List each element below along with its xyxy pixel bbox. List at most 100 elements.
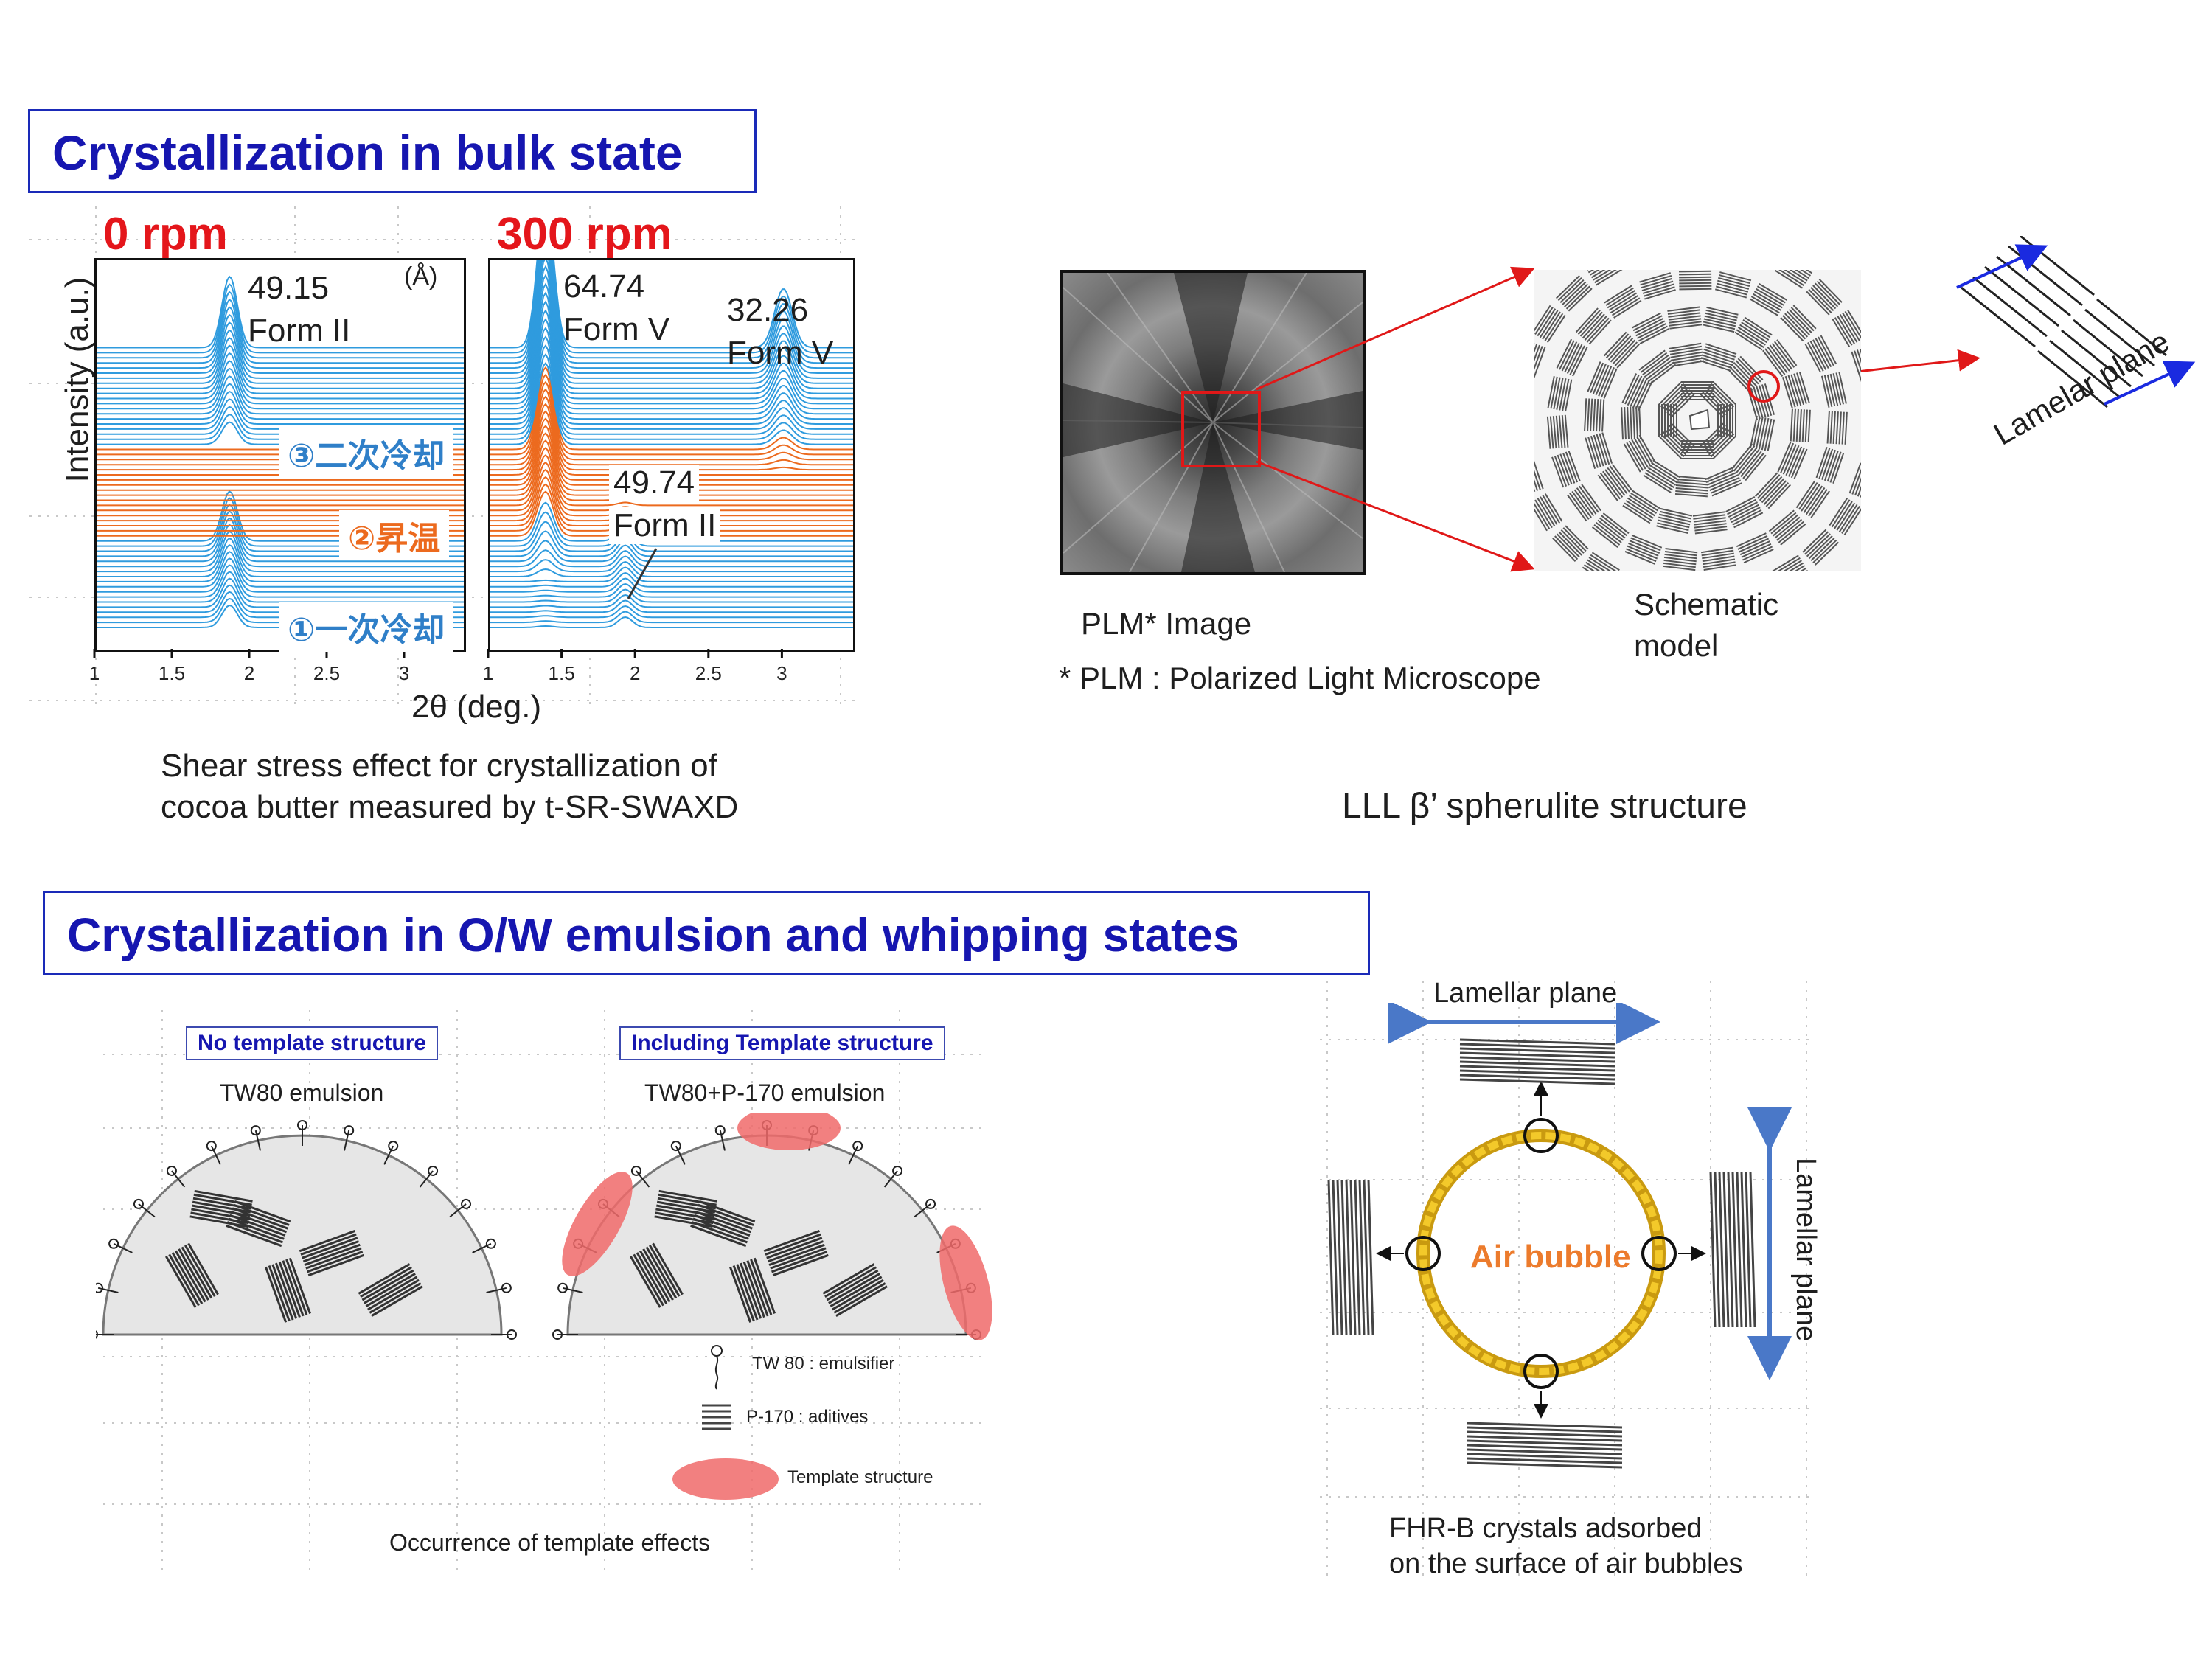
xrd-trace xyxy=(97,383,464,420)
xrd-trace xyxy=(490,260,853,349)
xrd-xlabel: 2θ (deg.) xyxy=(411,689,542,725)
plm-image xyxy=(1060,270,1366,575)
xrd-trace xyxy=(490,594,853,608)
crystal-block xyxy=(299,1229,364,1277)
peak-right1-form: Form V xyxy=(563,311,670,347)
lamella-block xyxy=(1552,525,1589,563)
xrd-trace xyxy=(97,557,464,593)
xrd-trace xyxy=(490,588,853,603)
p170-legend-icon xyxy=(702,1404,731,1430)
lamella-block xyxy=(1679,270,1712,291)
peak-right2-form: Form V xyxy=(727,335,834,371)
lamella-block xyxy=(1750,415,1775,452)
peak-right3-leader xyxy=(627,548,658,599)
lamella-block xyxy=(1669,342,1705,367)
xrd-trace xyxy=(490,549,853,568)
lamella-block xyxy=(1623,434,1657,473)
xrd-trace xyxy=(97,390,464,425)
xrd-trace xyxy=(490,344,853,435)
highlight-circle xyxy=(1523,1354,1559,1389)
lamella-block xyxy=(1851,348,1861,383)
lamella-block xyxy=(1700,380,1737,418)
xrd-trace xyxy=(490,260,853,384)
schematic-model xyxy=(1534,270,1861,571)
lamella-block xyxy=(1566,484,1601,522)
xrd-trace xyxy=(97,375,464,415)
spherulite-title: LLL β’ spherulite structure xyxy=(1342,787,1747,826)
xrd-trace xyxy=(97,313,464,374)
lamella-block xyxy=(1848,462,1861,498)
xrd-trace xyxy=(490,599,853,613)
xrd-trace xyxy=(490,521,853,552)
xrd-trace xyxy=(97,321,464,379)
x-tick-label: 1 xyxy=(483,662,493,684)
xrd-trace xyxy=(97,544,464,582)
schematic-label-1: Schematic xyxy=(1634,587,1779,622)
lamellar-crystal-stack xyxy=(1459,1038,1615,1085)
xrd-trace xyxy=(490,282,853,400)
xrd-trace xyxy=(490,352,853,440)
lamella-block xyxy=(1585,432,1613,469)
lamella-block xyxy=(1534,343,1546,378)
lamella-block xyxy=(1736,532,1774,564)
legend-tw80: TW 80 : emulsifier xyxy=(752,1354,895,1374)
xrd-trace xyxy=(97,298,464,364)
lamella-block xyxy=(1591,512,1630,548)
x-tick-label: 3 xyxy=(399,662,409,684)
lamella-block xyxy=(1815,446,1845,484)
lamella-block xyxy=(1829,498,1861,536)
emulsion-section-title: Crystallization in O/W emulsion and whip… xyxy=(43,891,1370,975)
lamella-block xyxy=(1692,511,1728,535)
air-bubble-figure xyxy=(1327,1003,1792,1469)
xrd-trace xyxy=(97,352,464,400)
schematic-lamellae xyxy=(1534,270,1861,571)
template-legend-swatch xyxy=(672,1458,779,1500)
lamella-block xyxy=(1804,335,1837,373)
xrd-trace xyxy=(490,530,853,557)
highlight-circle xyxy=(1641,1236,1677,1271)
lamella-block xyxy=(1534,493,1563,532)
crystal-block xyxy=(654,1189,717,1228)
lamella-block xyxy=(1734,316,1773,351)
template-structure xyxy=(562,1172,633,1276)
lamella-block xyxy=(1546,414,1569,449)
lamella-block xyxy=(1777,442,1808,479)
lamella-block xyxy=(1781,372,1810,408)
lamella-block xyxy=(1575,307,1612,345)
bulk-section-title: Crystallization in bulk state xyxy=(28,109,757,193)
xrd-trace xyxy=(97,551,464,588)
lamella-block xyxy=(1534,457,1544,493)
lamella-block xyxy=(1604,285,1642,319)
peak-right3-value: 49.74 xyxy=(609,465,700,501)
crystal-block xyxy=(822,1263,888,1318)
stage-label-heating: ②昇温 xyxy=(339,510,450,560)
xrd-trace xyxy=(490,309,853,415)
bubble-caption-line2: on the surface of air bubbles xyxy=(1389,1548,1743,1579)
lamella-block xyxy=(1603,331,1640,369)
lamella-block xyxy=(1775,270,1813,289)
lamella-block xyxy=(1832,309,1861,347)
xrd-trace xyxy=(97,344,464,394)
crystal-block xyxy=(189,1189,253,1228)
xrd-trace xyxy=(490,511,853,547)
lamella-block xyxy=(1597,464,1632,501)
bubble-right-label: Lamellar plane xyxy=(1790,1158,1821,1342)
template-label: Including Template structure xyxy=(619,1026,945,1060)
xrd-trace xyxy=(490,260,853,379)
lamella-block xyxy=(1727,355,1764,393)
legend-p170: P-170 : aditives xyxy=(746,1407,869,1427)
xrd-left-title: 0 rpm xyxy=(103,209,228,260)
lamella-block xyxy=(1622,490,1660,524)
lamella-block xyxy=(1705,466,1742,497)
emulsion-section-title-text: Crystallization in O/W emulsion and whip… xyxy=(67,908,1239,961)
xrd-trace xyxy=(490,582,853,598)
bulk-section-title-text: Crystallization in bulk state xyxy=(52,125,683,180)
xrd-trace xyxy=(490,335,853,430)
emulsion-droplets xyxy=(96,1113,992,1340)
xrd-caption-line2: cocoa butter measured by t-SR-SWAXD xyxy=(161,789,739,825)
xrd-trace xyxy=(490,274,853,394)
xrd-trace xyxy=(490,616,853,628)
peak-right1-value: 64.74 xyxy=(563,268,645,305)
peak-right2-value: 32.26 xyxy=(727,292,809,328)
